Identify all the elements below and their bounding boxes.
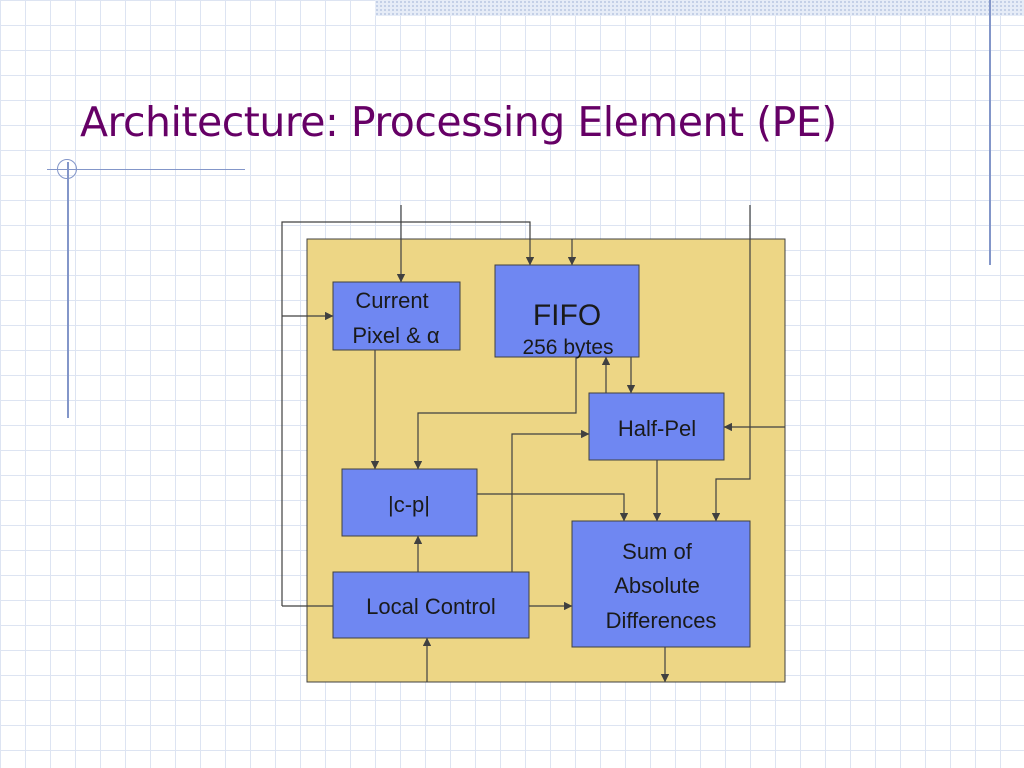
input-to-sad: [711, 205, 751, 522]
sad-label-1: Sum of: [622, 539, 693, 564]
fifo-to-abs-diff: [413, 357, 577, 470]
slide-title: Architecture: Processing Element (PE): [80, 98, 837, 146]
decorative-right-line: [989, 0, 991, 265]
decorative-title-rule: [47, 169, 245, 170]
feedback-loop-to-fifo: [281, 221, 535, 606]
half-pel-label: Half-Pel: [618, 416, 696, 441]
current-pixel-block: Current Pixel & α: [332, 281, 461, 351]
current-pixel-label-2: Pixel & α: [352, 323, 440, 348]
current-pixel-label-1: Current: [355, 288, 428, 313]
local-control-to-half-pel: [511, 429, 590, 572]
decorative-left-line: [67, 162, 69, 418]
fifo-block: FIFO 256 bytes: [494, 264, 640, 359]
half-pel-block: Half-Pel: [588, 392, 725, 461]
local-control-block: Local Control: [332, 571, 530, 639]
local-control-label: Local Control: [366, 594, 496, 619]
sad-label-2: Absolute: [614, 573, 700, 598]
fifo-label: FIFO: [533, 299, 601, 332]
sad-block: Sum of Absolute Differences: [571, 520, 751, 648]
decorative-circle: [57, 159, 77, 179]
abs-diff-to-sad: [477, 493, 629, 522]
fifo-size-label: 256 bytes: [522, 336, 613, 359]
sad-label-3: Differences: [606, 608, 717, 633]
abs-diff-label: |c-p|: [388, 492, 430, 517]
decorative-top-band: [375, 0, 1024, 16]
abs-diff-block: |c-p|: [341, 468, 478, 537]
